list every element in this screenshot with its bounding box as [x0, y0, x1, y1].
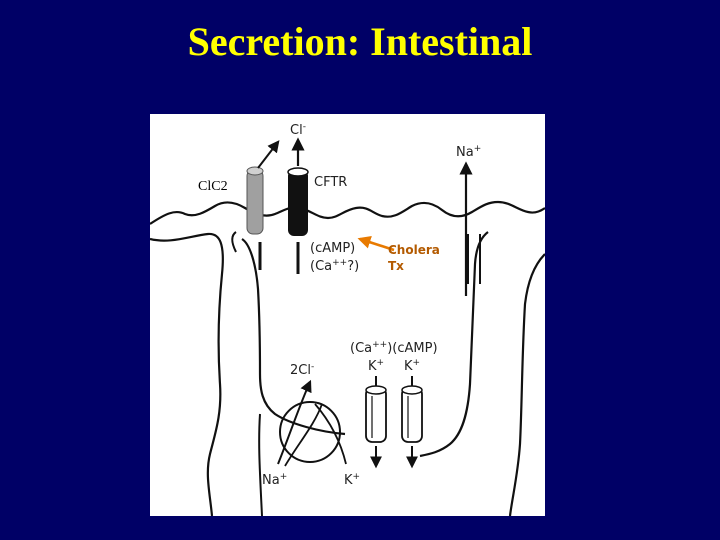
na-bottom-label: Na+ — [262, 472, 287, 488]
cl-top-label: Cl- — [290, 122, 306, 138]
k-channel-2 — [401, 385, 423, 443]
ca-question-label: (Ca++?) — [310, 258, 359, 274]
clc2-channel — [246, 166, 264, 235]
ca-camp-label: (Ca++)(cAMP) — [350, 340, 438, 356]
clc2-label: ClC2 — [198, 179, 228, 194]
na-flux-arrow — [284, 403, 323, 467]
right-edge-membrane — [508, 253, 545, 516]
tx-label: Tx — [388, 259, 404, 273]
cftr-label: CFTR — [314, 175, 347, 190]
k-channel-1 — [365, 385, 387, 443]
na-top-label: Na+ — [456, 144, 481, 160]
k2-label: K+ — [404, 358, 420, 374]
camp-label: (cAMP) — [310, 241, 355, 256]
basolateral-membrane — [258, 413, 263, 516]
diagram-svg: Cl- ClC2 CFTR Na+ (cAMP) (Ca++?) Cholera… — [150, 122, 545, 516]
two-cl-flux-arrow — [277, 379, 312, 465]
cholera-label: Cholera — [388, 243, 440, 257]
page-title: Secretion: Intestinal — [187, 19, 533, 64]
junction-right — [467, 234, 481, 284]
clc2-arrow — [257, 140, 280, 169]
k-flux-arrow — [314, 403, 347, 465]
center-cell-apical-wall — [231, 231, 237, 253]
cftr-channel — [287, 167, 309, 236]
right-cell-membrane — [419, 231, 489, 458]
two-cl-label: 2Cl- — [290, 362, 314, 378]
cholera-toxin-arrow — [357, 236, 395, 252]
k1-label: K+ — [368, 358, 384, 374]
nkcc-cotransporter — [279, 401, 341, 463]
k-bottom-label: K+ — [344, 472, 360, 488]
secretion-diagram: Cl- ClC2 CFTR Na+ (cAMP) (Ca++?) Cholera… — [150, 114, 545, 516]
left-cell-membrane — [150, 232, 224, 516]
apical-membrane — [150, 200, 545, 225]
